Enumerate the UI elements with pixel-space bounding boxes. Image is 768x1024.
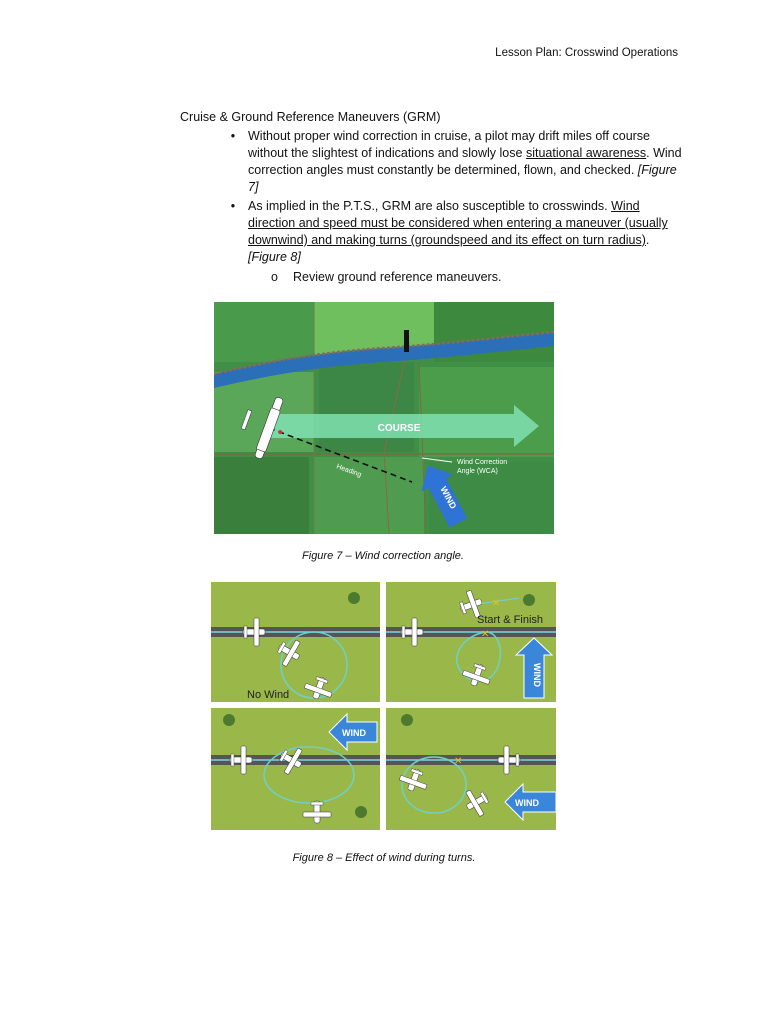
sub-bullet: o Review ground reference maneuvers. [271, 270, 501, 284]
figure-7-image: COURSE Heading Wind Correction Angle (WC… [214, 302, 554, 534]
situational-awareness-underline: situational awareness [525, 146, 647, 160]
figure-8-image: No Wind ✕ ✕ Start & Finish WIND WIND ✕ W [209, 580, 558, 832]
wind-arrow-left-top: WIND [328, 712, 378, 752]
course-label: COURSE [378, 423, 421, 434]
wind-label-left: WIND [342, 728, 366, 738]
no-wind-label: No Wind [247, 689, 289, 701]
wca-label-line2: Angle (WCA) [457, 468, 498, 475]
svg-text:✕: ✕ [492, 598, 500, 609]
wind-direction-underline: Wind direction and speed must be conside… [248, 199, 668, 247]
svg-text:✕: ✕ [481, 629, 489, 640]
wind-label-left-2: WIND [515, 798, 539, 808]
svg-text:✕: ✕ [454, 756, 462, 767]
sub-bullet-marker: o [271, 270, 278, 284]
wind-arrow-up: WIND [514, 637, 554, 699]
page-header: Lesson Plan: Crosswind Operations [495, 47, 678, 59]
wind-label-up: WIND [532, 663, 542, 687]
figure-8-ref: [Figure 8] [248, 250, 301, 264]
bullet-list: • Without proper wind correction in crui… [227, 128, 687, 266]
wca-label-line1: Wind Correction [457, 459, 507, 466]
sub-bullet-text: Review ground reference maneuvers. [293, 270, 502, 284]
bullet-dot: • [230, 129, 236, 143]
figure-7-ref: [Figure 7] [248, 163, 677, 194]
wind-arrow-left-bottom: WIND [504, 782, 557, 822]
bullet-item-grm: • As implied in the P.T.S., GRM are also… [227, 198, 687, 266]
figure-7-caption: Figure 7 – Wind correction angle. [302, 550, 464, 562]
start-finish-label: Start & Finish [477, 614, 543, 626]
bullet-item-cruise: • Without proper wind correction in crui… [227, 128, 687, 196]
bullet-dot: • [230, 199, 236, 213]
section-title: Cruise & Ground Reference Maneuvers (GRM… [180, 110, 441, 124]
figure-8-caption: Figure 8 – Effect of wind during turns. [292, 852, 476, 864]
